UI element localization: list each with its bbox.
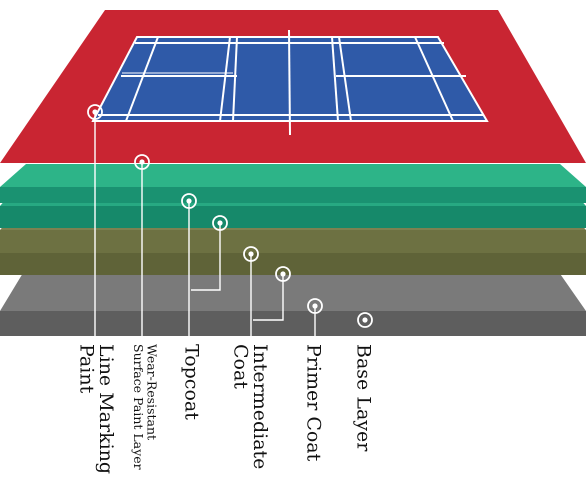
topcoat-lower-slab: [0, 206, 586, 228]
base-layer-slab: [0, 311, 586, 336]
target-circle-icon: [181, 193, 197, 209]
primer-coat-slab: [0, 252, 586, 275]
label-intermediate-coat: Intermediate Coat: [229, 344, 271, 470]
target-circle-icon: [307, 298, 323, 314]
base-layer-top: [0, 268, 586, 311]
label-base-layer: Base Layer: [352, 344, 375, 452]
target-circle-icon: [275, 266, 291, 282]
topcoat-upper-top: [0, 164, 586, 187]
label-topcoat: Topcoat: [180, 344, 203, 420]
intermediate-coat-slab: [0, 230, 586, 253]
leader-lines: [94, 112, 316, 344]
target-circle-icon: [243, 246, 259, 262]
target-circle-icon: [357, 312, 373, 328]
target-circle-icons: [87, 104, 373, 328]
target-circle-icon: [134, 154, 150, 170]
target-circle-icon: [87, 104, 103, 120]
label-primer-coat: Primer Coat: [302, 344, 325, 462]
label-line-marking-paint: Line Marking Paint: [75, 344, 117, 475]
topcoat-upper-slab: [0, 187, 586, 203]
target-circle-icon: [212, 215, 228, 231]
label-wear-resistant-surface-paint-layer: Wear-Resistant Surface Paint Layer: [131, 344, 160, 470]
net-line: [288, 29, 291, 136]
